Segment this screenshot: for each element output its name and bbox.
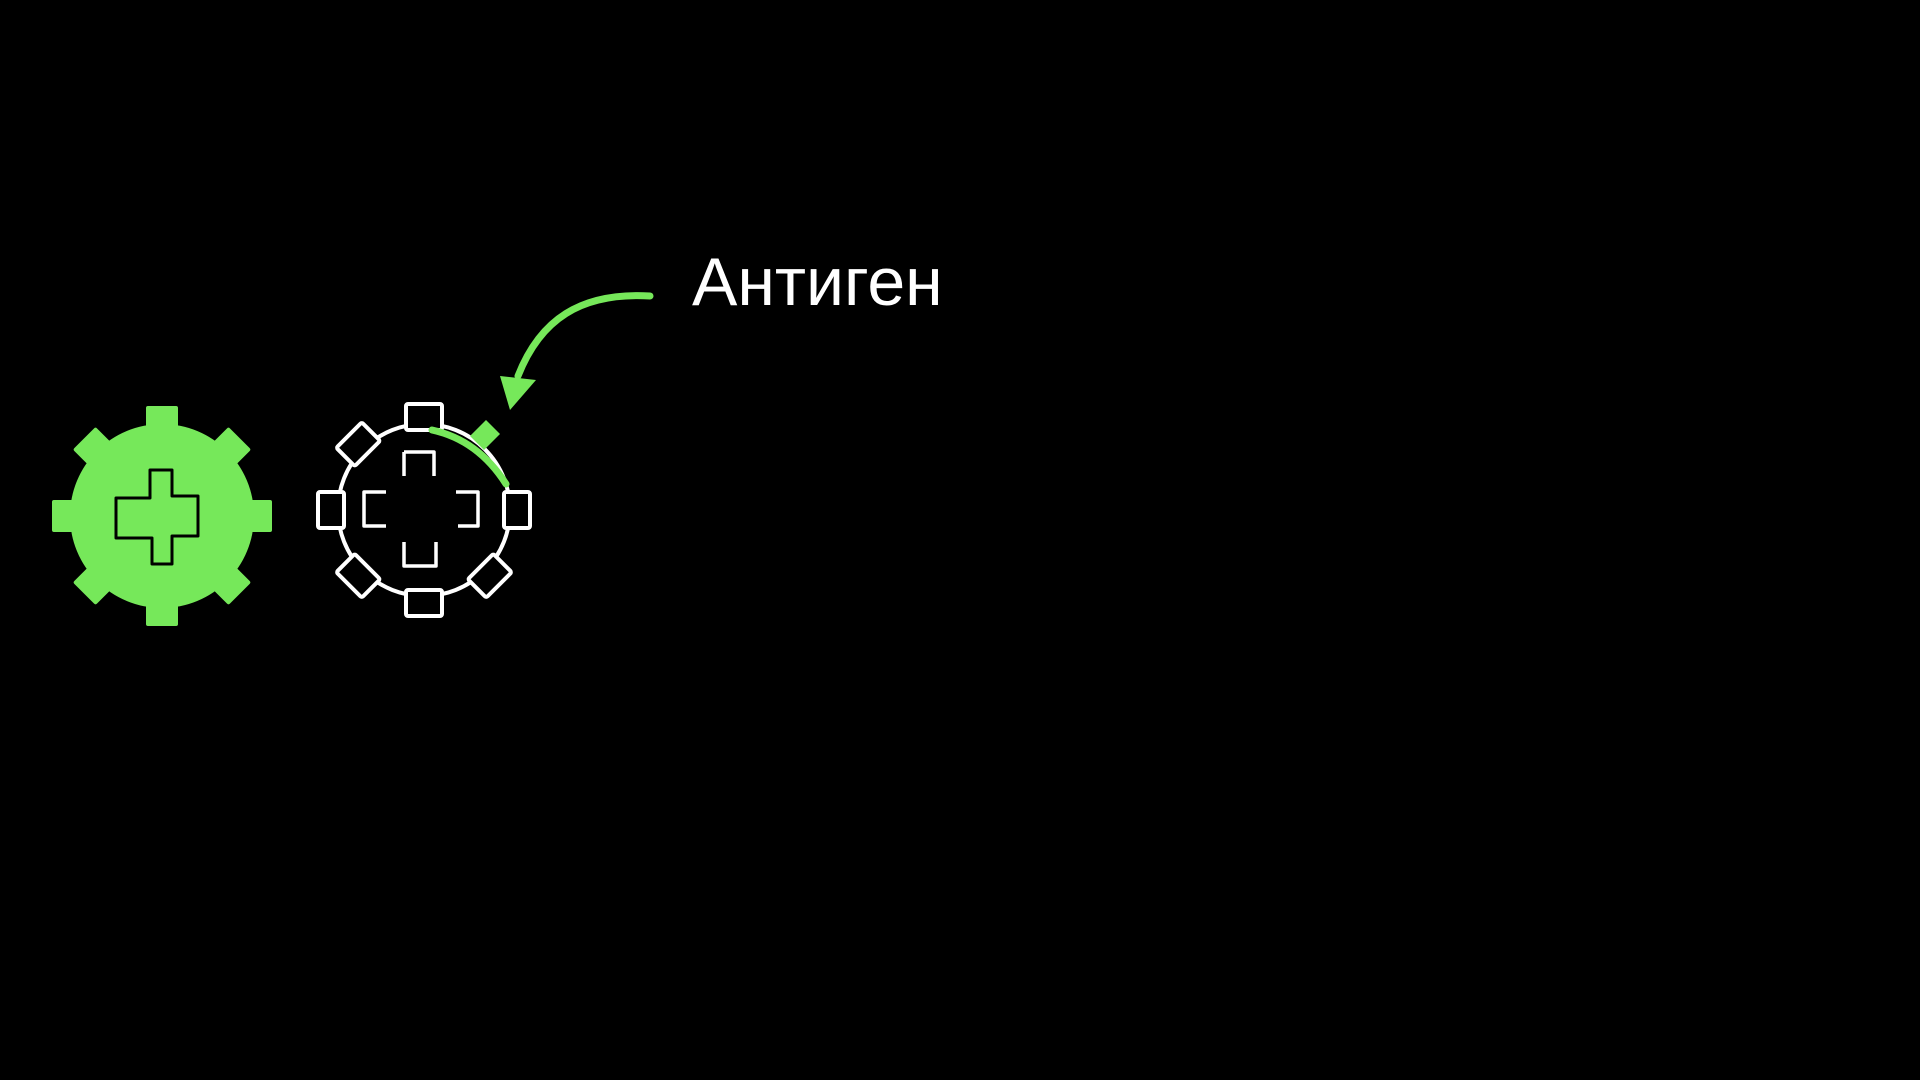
virus-spike [146,406,178,430]
virus-spike [335,552,382,599]
virus-spike [404,588,444,618]
antigen-fragment-icon [428,420,510,488]
virus-spike [212,566,251,605]
virus-spike [502,490,532,530]
outlined-virus-icon [316,402,532,618]
virus-spike [248,500,272,532]
virus-spike [73,427,112,466]
virus-spike [316,490,346,530]
virus-spike [404,402,444,432]
virus-spike [73,566,112,605]
virus-spike [466,552,513,599]
virus-spike [212,427,251,466]
antigen-label: Антиген [692,244,943,320]
curved-arrow-icon [500,292,654,410]
virus-spike [52,500,76,532]
virus-spike [146,602,178,626]
filled-virus-icon [52,406,272,626]
virus-spike [335,421,382,468]
